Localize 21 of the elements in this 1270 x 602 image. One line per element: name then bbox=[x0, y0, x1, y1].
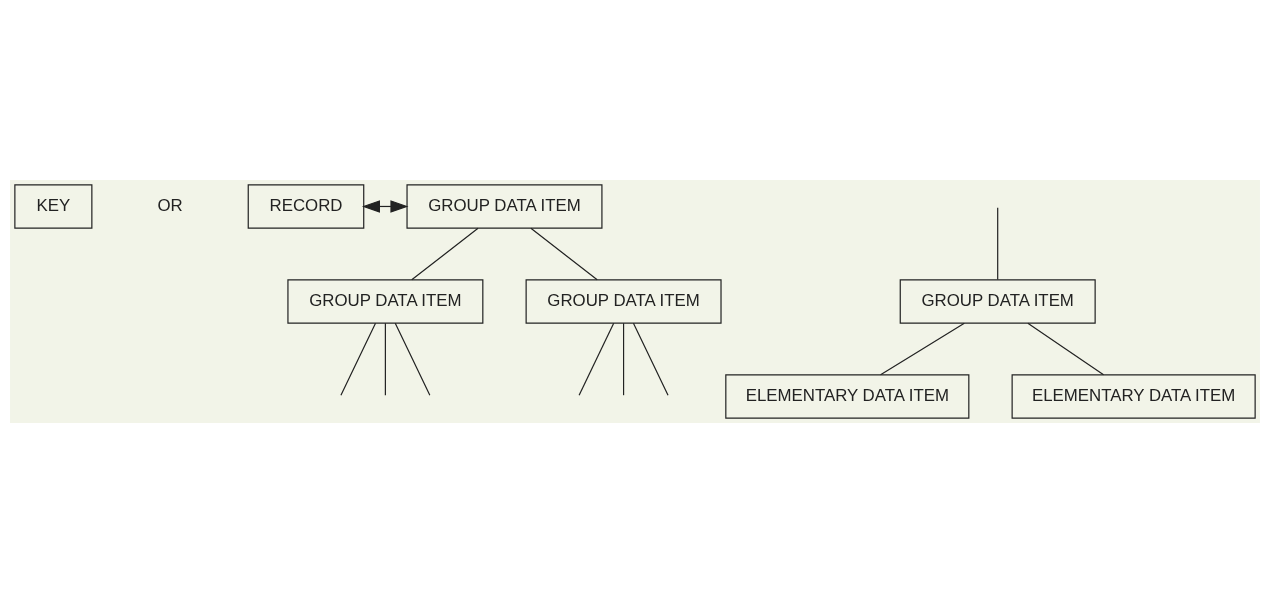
connector bbox=[384, 322, 386, 396]
connector bbox=[411, 227, 479, 280]
node-box: ELEMENTARY DATA ITEM bbox=[1011, 373, 1256, 419]
node-box: ELEMENTARY DATA ITEM bbox=[725, 373, 970, 419]
connector bbox=[880, 322, 965, 375]
node-box: RECORD bbox=[247, 183, 365, 229]
connector bbox=[394, 322, 431, 396]
connector bbox=[997, 206, 999, 280]
node-box: KEY bbox=[14, 183, 93, 229]
label: OR bbox=[157, 195, 183, 215]
connector bbox=[340, 322, 377, 396]
node-box: GROUP DATA ITEM bbox=[525, 278, 722, 324]
connector bbox=[632, 322, 669, 396]
node-box: GROUP DATA ITEM bbox=[406, 183, 603, 229]
connector bbox=[622, 322, 625, 396]
connector bbox=[1027, 322, 1105, 375]
connector bbox=[578, 322, 615, 396]
connector bbox=[530, 227, 598, 280]
node-box: GROUP DATA ITEM bbox=[899, 278, 1096, 324]
node-box: GROUP DATA ITEM bbox=[287, 278, 484, 324]
arrow bbox=[361, 199, 409, 213]
